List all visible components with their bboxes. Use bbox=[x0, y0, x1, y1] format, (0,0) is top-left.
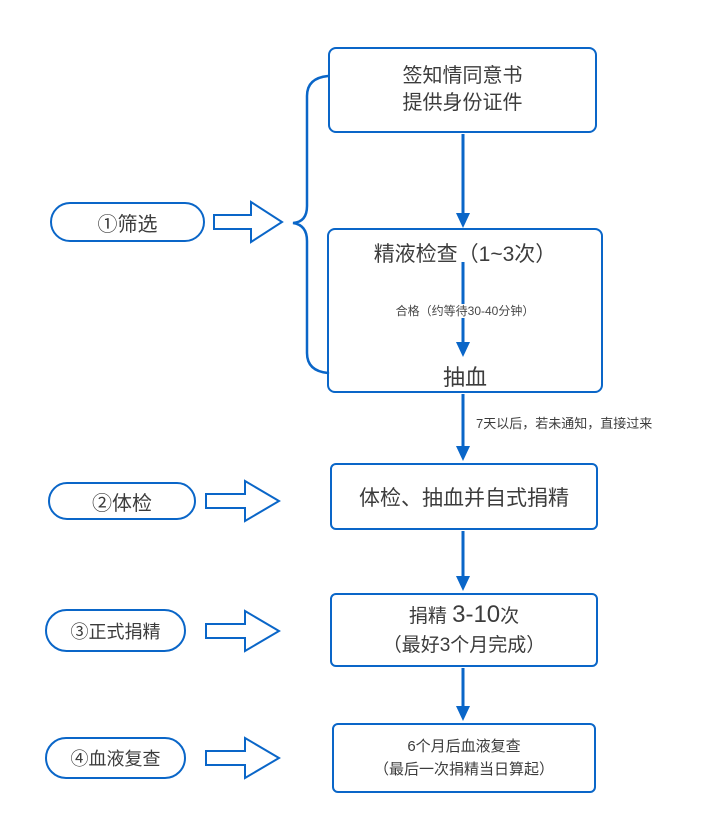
consent-line-1: 签知情同意书 bbox=[402, 65, 523, 87]
stage-pill-label: ③正式捐精 bbox=[70, 621, 161, 642]
donation-line-2: （最好3个月完成） bbox=[382, 635, 546, 656]
donation-line-1: 捐精 3-10次 bbox=[408, 601, 520, 628]
consent-box-text: 签知情同意书 提供身份证件 bbox=[328, 47, 597, 133]
grouping-brace bbox=[292, 74, 330, 375]
semen-test-note: 合格（约等待30-40分钟） bbox=[327, 302, 603, 319]
block-arrow-stage4 bbox=[205, 736, 281, 780]
flow-arrow-down-1 bbox=[456, 134, 470, 228]
flow-arrow-down-2 bbox=[456, 394, 470, 461]
donation-box-text: 捐精 3-10次 （最好3个月完成） bbox=[330, 593, 598, 667]
stage-pill-screening: ①筛选 bbox=[50, 202, 205, 242]
step-box-blood-recheck bbox=[332, 723, 596, 793]
stage-pill-formal-donation: ③正式捐精 bbox=[45, 609, 186, 652]
flow-arrow-down-internal bbox=[456, 262, 470, 357]
recheck-line-2: （最后一次捐精当日算起） bbox=[373, 761, 554, 778]
donation-count: 3-10 bbox=[452, 601, 501, 628]
semen-test-title: 精液检查（1~3次） bbox=[373, 243, 557, 266]
block-arrow-stage3 bbox=[205, 609, 281, 653]
edge-note-7-days: 7天以后，若未通知，直接过来 bbox=[476, 416, 653, 431]
flow-arrow-down-4 bbox=[456, 668, 470, 721]
stage-pill-label: ②体检 bbox=[92, 492, 152, 515]
stage-pill-physical-exam: ②体检 bbox=[48, 482, 196, 520]
semen-test-result: 抽血 bbox=[442, 365, 487, 390]
step-box-consent bbox=[328, 47, 597, 133]
flow-arrow-down-3 bbox=[456, 531, 470, 591]
block-arrow-stage2 bbox=[205, 479, 281, 523]
physical-exam-box-text: 体检、抽血并自式捐精 bbox=[359, 486, 569, 510]
stage-pill-blood-recheck: ④血液复查 bbox=[45, 737, 186, 779]
block-arrow-stage1 bbox=[213, 200, 284, 244]
recheck-line-1: 6个月后血液复查 bbox=[407, 738, 521, 755]
step-box-donation bbox=[330, 593, 598, 667]
stage-pill-label: ④血液复查 bbox=[70, 749, 161, 769]
step-box-physical-exam bbox=[330, 463, 598, 530]
stage-pill-label: ①筛选 bbox=[97, 213, 158, 236]
consent-line-2: 提供身份证件 bbox=[402, 92, 523, 114]
recheck-box-text: 6个月后血液复查 （最后一次捐精当日算起） bbox=[332, 723, 596, 793]
